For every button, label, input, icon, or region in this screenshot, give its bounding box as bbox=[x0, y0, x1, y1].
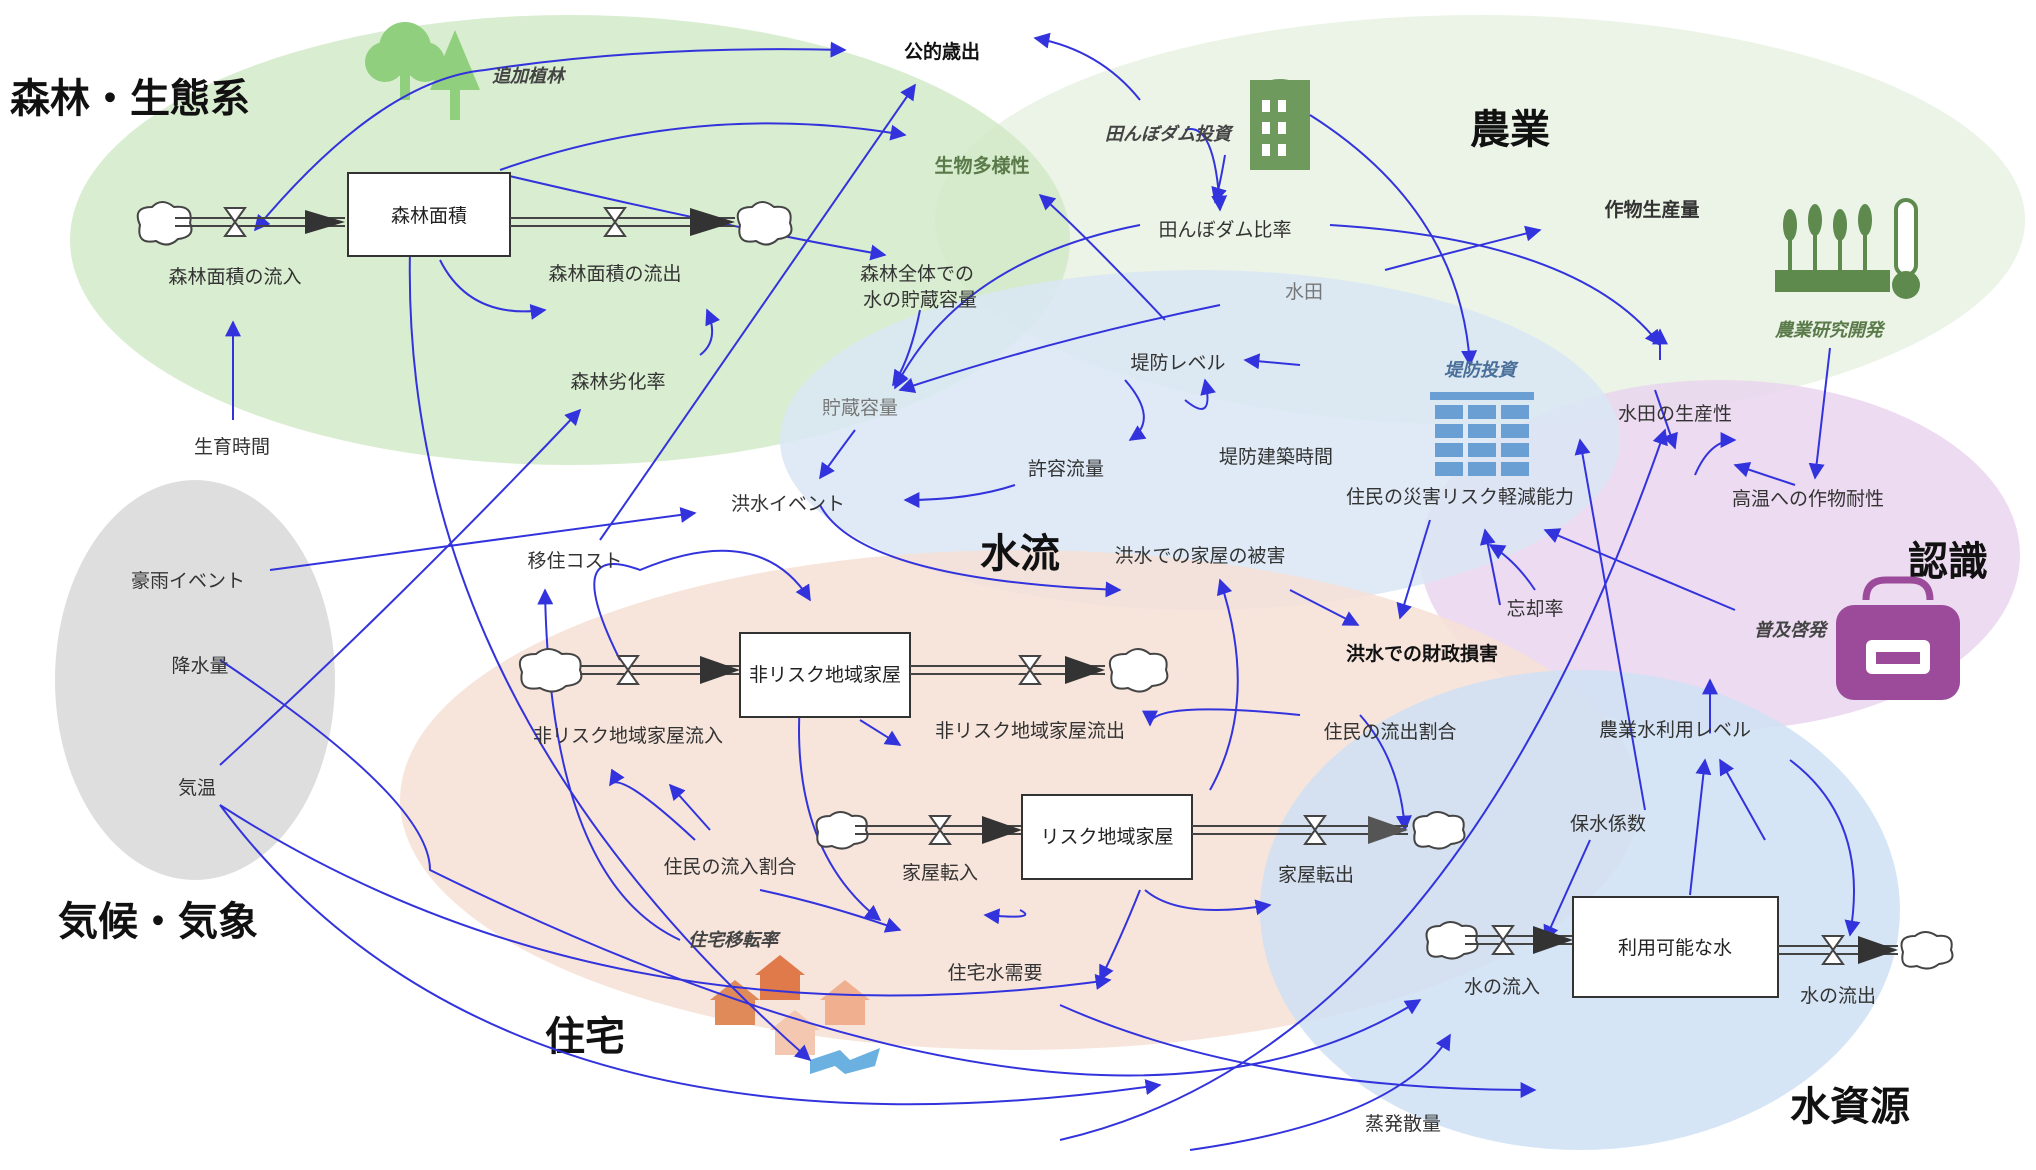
var-flood-house-damage: 洪水での家屋の被害 bbox=[1114, 545, 1285, 567]
flow-non-risk-inflow: 非リスク地域家屋流入 bbox=[533, 725, 723, 747]
var-paddy-dam-investment: 田んぼダム投資 bbox=[1105, 124, 1234, 145]
cloud-sink-risk bbox=[1412, 811, 1466, 850]
var-precipitation: 降水量 bbox=[171, 655, 228, 677]
silo-icon bbox=[1250, 79, 1310, 170]
var-forgetting-rate: 忘却率 bbox=[1506, 598, 1563, 620]
var-heavy-rain-event: 豪雨イベント bbox=[131, 570, 245, 592]
var-flood-fiscal-damage: 洪水での財政損害 bbox=[1346, 642, 1498, 665]
stock-risk-houses-label: リスク地域家屋 bbox=[1040, 826, 1173, 848]
var-allowable-flow: 許容流量 bbox=[1028, 458, 1104, 480]
var-water-retention-coeff: 保水係数 bbox=[1570, 813, 1646, 835]
non-risk-house-flow-structure: 非リスク地域家屋 bbox=[518, 632, 1169, 718]
wheat-thermometer-icon bbox=[1775, 198, 1920, 299]
cloud-sink-non-risk bbox=[1108, 648, 1169, 693]
valve-water-outflow[interactable] bbox=[1821, 935, 1845, 965]
flow-water-outflow: 水の流出 bbox=[1800, 985, 1876, 1007]
var-resident-inflow-ratio: 住民の流入割合 bbox=[663, 856, 796, 878]
backpack-icon bbox=[1836, 576, 1960, 700]
stock-forest-area-label: 森林面積 bbox=[391, 205, 467, 227]
var-paddy-field: 水田 bbox=[1285, 281, 1323, 303]
cloud-source-water bbox=[1425, 921, 1479, 960]
var-flood-event: 洪水イベント bbox=[731, 493, 845, 515]
var-biodiversity: 生物多様性 bbox=[934, 154, 1029, 177]
cloud-sink-forest bbox=[736, 201, 793, 246]
var-paddy-productivity: 水田の生産性 bbox=[1618, 403, 1732, 425]
region-water-flow-bg bbox=[780, 270, 1620, 610]
valve-house-in[interactable] bbox=[928, 815, 952, 845]
region-forest-bg bbox=[70, 15, 1070, 465]
var-forest-water-storage: 森林全体での 水の貯蔵容量 bbox=[860, 263, 980, 311]
var-heat-tolerance: 高温への作物耐性 bbox=[1732, 488, 1884, 510]
stock-available-water[interactable] bbox=[1572, 896, 1779, 998]
flow-forest-outflow: 森林面積の流出 bbox=[548, 263, 681, 285]
region-label-climate: 気候・気象 bbox=[58, 899, 258, 945]
cloud-source-forest bbox=[136, 201, 193, 246]
var-temperature: 気温 bbox=[178, 777, 216, 799]
var-additional-planting: 追加植林 bbox=[492, 66, 567, 87]
stock-non-risk-houses[interactable] bbox=[739, 632, 911, 718]
cloud-source-non-risk bbox=[518, 648, 583, 693]
var-levee-investment: 堤防投資 bbox=[1444, 360, 1519, 381]
water-flow-structure: 利用可能な水 bbox=[1425, 896, 1954, 998]
var-forest-degradation: 森林劣化率 bbox=[570, 371, 665, 393]
region-climate-bg bbox=[55, 480, 335, 880]
var-growth-time: 生育時間 bbox=[194, 436, 270, 458]
region-label-water-flow: 水流 bbox=[980, 531, 1060, 577]
flow-house-out: 家屋転出 bbox=[1278, 864, 1354, 886]
var-public-expenditure: 公的歳出 bbox=[904, 40, 980, 63]
var-relocation-cost: 移住コスト bbox=[527, 550, 622, 572]
flow-house-in: 家屋転入 bbox=[902, 862, 978, 884]
var-forest-water-storage-line1: 森林全体での bbox=[860, 263, 974, 285]
var-resident-risk-reduction: 住民の災害リスク軽減能力 bbox=[1346, 486, 1574, 508]
region-label-water-resources: 水資源 bbox=[1790, 1084, 1910, 1130]
var-outreach: 普及啓発 bbox=[1754, 620, 1829, 641]
cloud-sink-water bbox=[1900, 931, 1954, 970]
levee-wall-icon bbox=[1430, 392, 1534, 476]
flow-water-inflow: 水の流入 bbox=[1464, 976, 1540, 998]
valve-non-risk-outflow[interactable] bbox=[1018, 655, 1042, 685]
stock-non-risk-houses-label: 非リスク地域家屋 bbox=[749, 664, 901, 686]
flow-non-risk-outflow: 非リスク地域家屋流出 bbox=[935, 720, 1125, 742]
risk-house-flow-structure: リスク地域家屋 bbox=[815, 794, 1466, 880]
var-paddy-dam-ratio: 田んぼダム比率 bbox=[1158, 219, 1291, 241]
var-levee-build-time: 堤防建築時間 bbox=[1219, 446, 1333, 468]
region-label-forest: 森林・生態系 bbox=[10, 76, 250, 122]
var-housing-relocation-rate: 住宅移転率 bbox=[688, 930, 781, 951]
stock-forest-area[interactable] bbox=[347, 172, 511, 257]
var-storage-capacity: 貯蔵容量 bbox=[822, 397, 898, 419]
region-label-housing: 住宅 bbox=[545, 1014, 625, 1060]
var-levee-level: 堤防レベル bbox=[1130, 352, 1225, 374]
var-crop-production: 作物生産量 bbox=[1604, 198, 1699, 221]
cloud-source-risk bbox=[815, 811, 869, 850]
var-housing-water-demand: 住宅水需要 bbox=[947, 962, 1042, 984]
var-forest-water-storage-line2: 水の貯蔵容量 bbox=[863, 289, 977, 311]
stock-risk-houses[interactable] bbox=[1021, 794, 1193, 880]
region-label-awareness: 認識 bbox=[1908, 539, 1988, 585]
forest-flow-structure: 森林面積 bbox=[136, 172, 793, 257]
valve-house-out[interactable] bbox=[1303, 815, 1327, 845]
var-agri-water-use-level: 農業水利用レベル bbox=[1599, 719, 1751, 741]
var-agri-rnd: 農業研究開発 bbox=[1774, 320, 1886, 341]
tree-icon bbox=[365, 22, 480, 120]
region-label-agriculture: 農業 bbox=[1470, 107, 1550, 153]
var-resident-outflow-ratio: 住民の流出割合 bbox=[1323, 721, 1456, 743]
stock-available-water-label: 利用可能な水 bbox=[1618, 937, 1732, 959]
causal-links bbox=[219, 32, 1861, 1151]
flow-forest-inflow: 森林面積の流入 bbox=[168, 266, 301, 288]
valve-forest-outflow[interactable] bbox=[603, 207, 627, 237]
valve-forest-inflow[interactable] bbox=[223, 207, 247, 237]
var-evaporation: 蒸発散量 bbox=[1365, 1113, 1441, 1135]
valve-water-inflow[interactable] bbox=[1491, 925, 1515, 955]
valve-non-risk-inflow[interactable] bbox=[616, 655, 640, 685]
